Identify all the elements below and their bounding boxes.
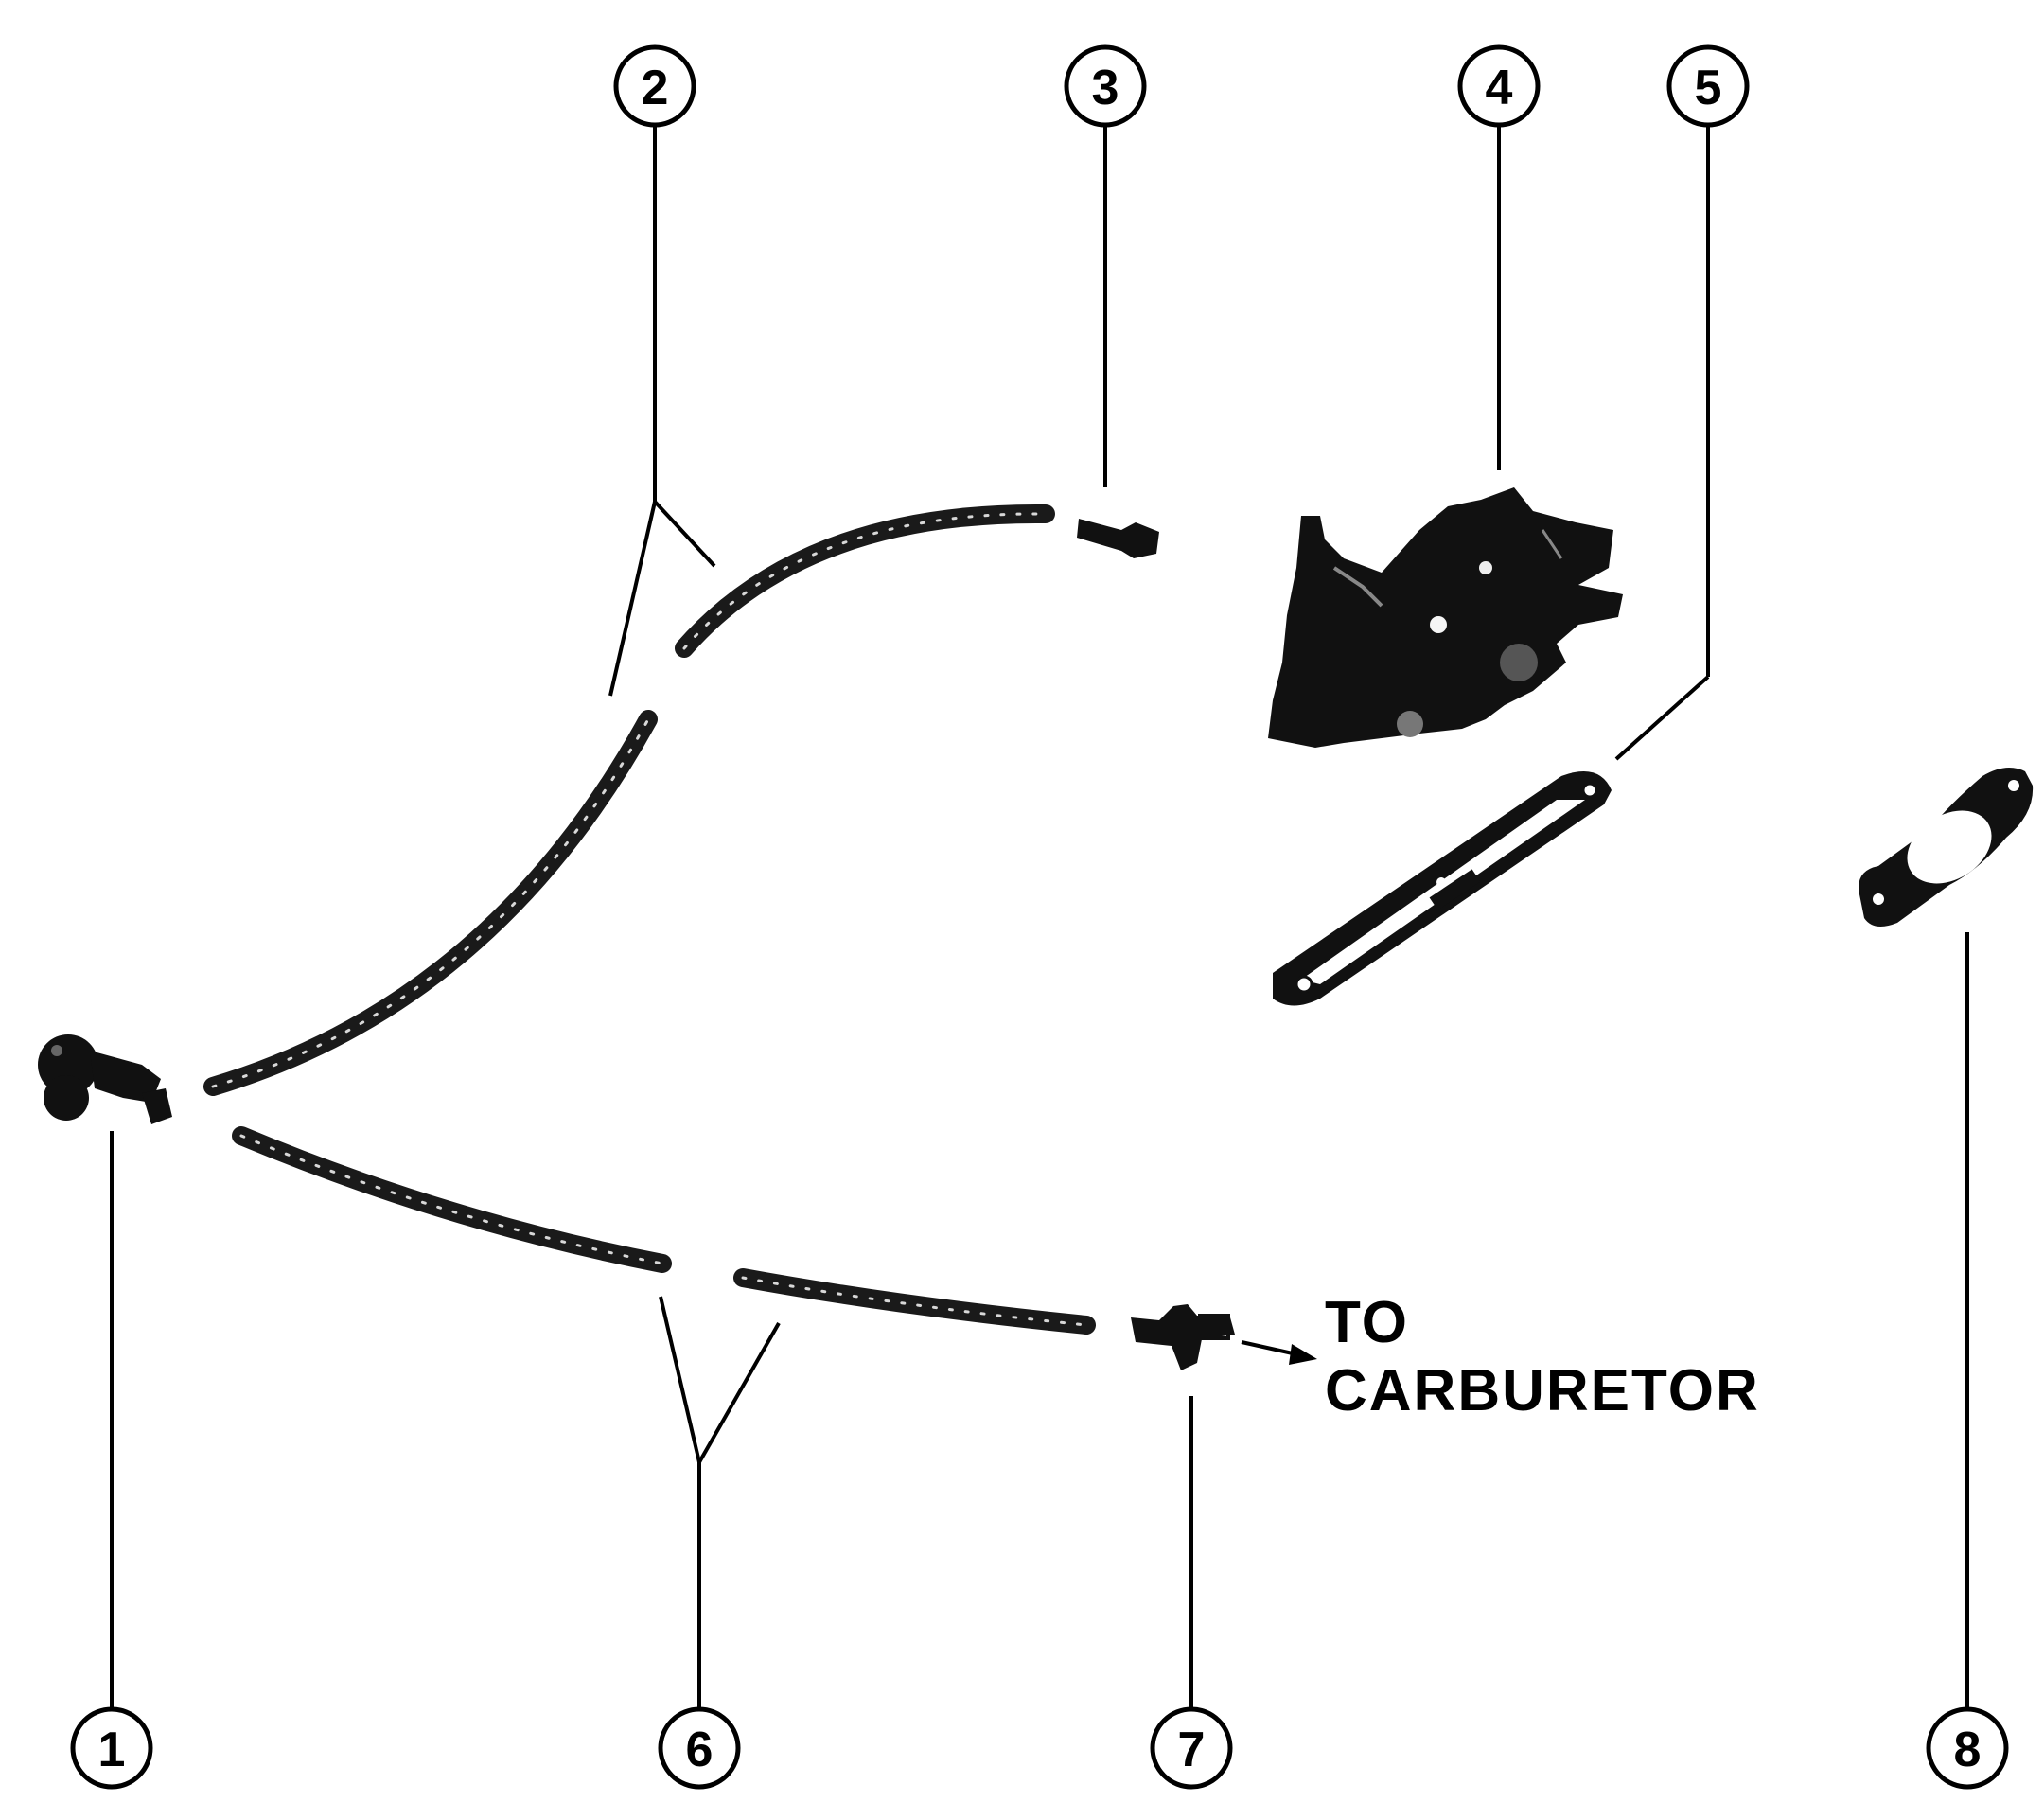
callout-8: 8: [1926, 1706, 2009, 1790]
caption-line-1: TO: [1325, 1290, 1409, 1355]
part-3-hose-fitting: [1077, 519, 1159, 558]
part-4-fuel-pump: [1268, 487, 1623, 748]
callout-5-label: 5: [1695, 61, 1722, 115]
callout-3-label: 3: [1092, 61, 1119, 115]
leader-lines: [110, 125, 1969, 1708]
part-6-fuel-hose-lower: [232, 1126, 1096, 1335]
part-8-gasket-round: [1859, 768, 2034, 927]
callout-1-label: 1: [98, 1723, 126, 1777]
part-1-fuel-fitting: [38, 1034, 172, 1124]
callout-5: 5: [1666, 44, 1750, 128]
callout-6: 6: [658, 1706, 741, 1790]
to-carburetor-arrow: [1241, 1340, 1317, 1365]
part-5-gasket: [1273, 771, 1612, 1006]
callout-2-label: 2: [642, 61, 669, 115]
callout-3: 3: [1064, 44, 1147, 128]
callout-1: 1: [70, 1706, 153, 1790]
callout-8-label: 8: [1954, 1723, 1982, 1777]
callout-4: 4: [1457, 44, 1541, 128]
callout-7-label: 7: [1178, 1723, 1206, 1777]
callout-6-label: 6: [686, 1723, 714, 1777]
callout-4-label: 4: [1486, 61, 1513, 115]
callout-7: 7: [1150, 1706, 1233, 1790]
caption-line-2: CARBURETOR: [1325, 1358, 1760, 1423]
callout-2: 2: [613, 44, 696, 128]
part-7-outlet-fitting: [1131, 1304, 1235, 1370]
part-2-fuel-hose-upper: [203, 504, 1055, 1096]
